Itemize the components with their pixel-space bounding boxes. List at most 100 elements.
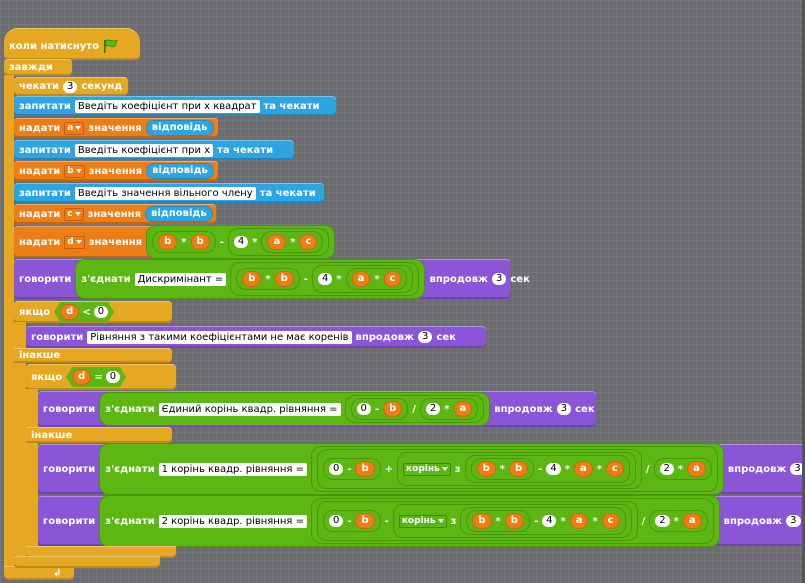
set-variable-block-b[interactable]: надати b значення відповідь	[14, 161, 218, 181]
var-reporter-b[interactable]: b	[355, 461, 375, 477]
var-reporter-b[interactable]: b	[190, 234, 210, 250]
var-reporter-b[interactable]: b	[472, 513, 492, 529]
multiply-operator[interactable]: a*c	[345, 268, 408, 290]
number-input[interactable]: 0	[328, 515, 344, 527]
add-operator[interactable]: 0-b + корінь з b*b - 4* a*c	[316, 449, 642, 489]
function-dropdown[interactable]: корінь	[398, 514, 447, 528]
number-input[interactable]: 4	[317, 273, 333, 285]
multiply-operator[interactable]: 2*a	[419, 398, 479, 420]
equals-operator[interactable]: d=0	[66, 367, 126, 387]
set-variable-block-c[interactable]: надати c значення відповідь	[14, 204, 216, 224]
wait-block[interactable]: чекати 3 секунд	[14, 77, 128, 96]
join-operator[interactable]: з'єднати 2 корінь квадр. рівняння = 0-b …	[99, 495, 720, 547]
ask-question-input[interactable]: Введіть коефіцієнт при х квадрат	[74, 99, 260, 113]
var-reporter-a[interactable]: a	[573, 461, 593, 477]
var-reporter-a[interactable]: a	[453, 401, 473, 417]
join-text-input[interactable]: 2 корінь квадр. рівняння =	[158, 514, 307, 528]
join-operator[interactable]: з'єднати 1 корінь квадр. рівняння = 0-b …	[99, 443, 724, 495]
number-input[interactable]: 4	[233, 236, 249, 248]
say-seconds-input[interactable]: 3	[790, 463, 805, 475]
subtract-operator[interactable]: 0-b - корінь з b*b - 4* a*c	[316, 501, 638, 541]
var-reporter-b[interactable]: b	[476, 461, 496, 477]
var-reporter-d[interactable]: d	[72, 369, 91, 385]
say-seconds-input[interactable]: 3	[786, 515, 801, 527]
number-input[interactable]: 4	[546, 463, 561, 475]
ask-block-1[interactable]: запитати Введіть коефіцієнт при х квадра…	[14, 96, 336, 116]
subtract-operator[interactable]: 0-b	[322, 458, 381, 480]
multiply-operator[interactable]: 2*a	[653, 458, 712, 480]
number-input[interactable]: 2	[655, 515, 670, 527]
ask-block-2[interactable]: запитати Введіть коефіцієнт при х та чек…	[14, 140, 294, 160]
say-block-discriminant[interactable]: говорити з'єднати Дискримінант = b*b - 4…	[14, 259, 530, 299]
subtract-operator[interactable]: b*b - 4* a*c	[460, 507, 626, 535]
say-block-root-2[interactable]: говорити з'єднати 2 корінь квадр. рівнян…	[38, 495, 805, 547]
say-block-no-roots[interactable]: говорити Рівняння з такими коефіцієнтами…	[26, 326, 486, 348]
answer-reporter[interactable]: відповідь	[146, 163, 214, 179]
number-input[interactable]: 0	[94, 306, 108, 318]
variable-dropdown-b[interactable]: b	[64, 164, 85, 178]
subtract-operator[interactable]: 0-b	[322, 510, 381, 532]
ask-question-input[interactable]: Введіть коефіцієнт при х	[74, 143, 214, 157]
function-dropdown[interactable]: корінь	[403, 462, 451, 476]
var-reporter-b[interactable]: b	[274, 271, 294, 287]
variable-dropdown-d[interactable]: d	[64, 235, 85, 249]
forever-block[interactable]: завжди	[4, 59, 72, 76]
multiply-operator[interactable]: a*c	[261, 231, 324, 253]
subtract-operator[interactable]: b*b - 4* a*c	[464, 455, 630, 483]
var-reporter-a[interactable]: a	[351, 271, 371, 287]
subtract-operator[interactable]: b*b - 4* a*c	[230, 262, 420, 296]
say-text-input[interactable]: Рівняння з такими коефіцієнтами не має к…	[87, 330, 352, 344]
ask-question-input[interactable]: Введіть значення вільного члену	[74, 186, 256, 200]
subtract-operator[interactable]: 0-b	[350, 398, 409, 420]
set-variable-block-a[interactable]: надати a значення відповідь	[14, 118, 218, 138]
multiply-operator[interactable]: 4* a*c	[227, 228, 330, 256]
subtract-operator[interactable]: b*b - 4* a*c	[146, 225, 336, 259]
var-reporter-c[interactable]: c	[605, 461, 624, 477]
var-reporter-c[interactable]: c	[383, 271, 402, 287]
divide-operator[interactable]: 0-b + корінь з b*b - 4* a*c / 2*a	[310, 446, 718, 492]
divide-operator[interactable]: 0-b - корінь з b*b - 4* a*c / 2*a	[310, 498, 714, 544]
multiply-operator[interactable]: b*b	[236, 268, 300, 290]
variable-dropdown-a[interactable]: a	[64, 121, 85, 135]
scrollbar[interactable]	[802, 0, 805, 583]
wait-seconds-input[interactable]: 3	[63, 80, 78, 93]
number-input[interactable]: 0	[356, 403, 371, 415]
multiply-operator[interactable]: b*b	[470, 458, 535, 480]
multiply-operator[interactable]: 4* a*c	[311, 265, 414, 293]
var-reporter-d[interactable]: d	[60, 304, 79, 320]
var-reporter-b[interactable]: b	[509, 461, 529, 477]
say-seconds-input[interactable]: 3	[491, 273, 507, 285]
var-reporter-b[interactable]: b	[383, 401, 403, 417]
join-text-input[interactable]: Дискримінант =	[134, 272, 227, 286]
when-flag-clicked-block[interactable]: коли натиснуто	[4, 28, 140, 60]
variable-dropdown-c[interactable]: c	[64, 207, 84, 221]
join-text-input[interactable]: Єдиний корінь квадр. рівняння =	[158, 402, 341, 416]
join-text-input[interactable]: 1 корінь квадр. рівняння =	[158, 462, 307, 476]
set-variable-block-d[interactable]: надати d значення b*b - 4* a*c	[14, 225, 336, 259]
var-reporter-b[interactable]: b	[158, 234, 178, 250]
answer-reporter[interactable]: відповідь	[145, 206, 213, 222]
say-seconds-input[interactable]: 3	[418, 331, 433, 343]
answer-reporter[interactable]: відповідь	[145, 120, 214, 136]
var-reporter-b[interactable]: b	[242, 271, 262, 287]
join-operator[interactable]: з'єднати Єдиний корінь квадр. рівняння =…	[99, 392, 491, 426]
var-reporter-b[interactable]: b	[504, 513, 524, 529]
less-than-operator[interactable]: d<0	[54, 302, 114, 322]
divide-operator[interactable]: 0-b / 2*a	[344, 395, 485, 423]
var-reporter-a[interactable]: a	[267, 234, 287, 250]
var-reporter-a[interactable]: a	[569, 513, 589, 529]
var-reporter-c[interactable]: c	[601, 513, 620, 529]
multiply-operator[interactable]: 2*a	[649, 510, 708, 532]
number-input[interactable]: 0	[328, 463, 344, 475]
multiply-operator[interactable]: b*b	[152, 231, 216, 253]
ask-block-3[interactable]: запитати Введіть значення вільного члену…	[14, 183, 324, 203]
var-reporter-a[interactable]: a	[687, 461, 706, 477]
if-else-block-1[interactable]: якщо d<0	[14, 301, 172, 323]
say-seconds-input[interactable]: 3	[556, 403, 572, 415]
var-reporter-b[interactable]: b	[355, 513, 375, 529]
join-operator[interactable]: з'єднати Дискримінант = b*b - 4* a*c	[75, 259, 426, 299]
var-reporter-c[interactable]: c	[299, 234, 318, 250]
number-input[interactable]: 2	[659, 463, 674, 475]
if-else-block-2[interactable]: якщо d=0	[26, 364, 176, 390]
var-reporter-a[interactable]: a	[682, 513, 702, 529]
